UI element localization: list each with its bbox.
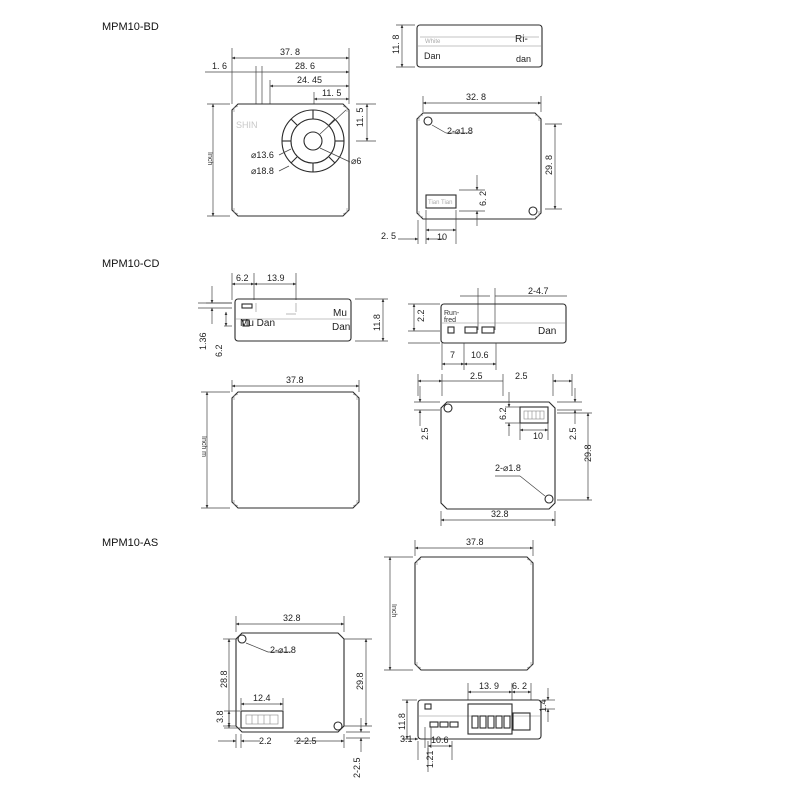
bd-back-10: 10 xyxy=(437,232,447,242)
cd-back-view: 2.5 2.5 6.2 10 2.5 2.5 29. xyxy=(414,371,593,526)
as-back-holes: 2-⌀1.8 xyxy=(270,645,296,655)
cd-dim-13-9: 13.9 xyxy=(267,273,285,283)
cd-right-dan: Dan xyxy=(538,326,556,337)
as-side-10-6: 10.6 xyxy=(431,735,449,745)
cd-side-6-2: 6.2 xyxy=(214,344,224,357)
cd-dim-6-2: 6.2 xyxy=(236,273,249,283)
bd-dia-6: ⌀6 xyxy=(351,156,361,166)
cd-back-2-5-a: 2.5 xyxy=(470,371,483,381)
bd-front-view: 37. 8 1. 6 28. 6 24. 45 11. 5 SHIN xyxy=(205,47,376,217)
as-back-28-8: 28.8 xyxy=(219,670,229,688)
cd-right-2-4-7: 2-4.7 xyxy=(528,286,549,296)
as-side-6-2: 6. 2 xyxy=(512,681,527,691)
cd-front-inch: Inch m xyxy=(200,436,207,457)
cd-side-dan: Dan xyxy=(332,322,350,333)
cd-right-fred: fred xyxy=(444,317,456,324)
cd-side-view: 6.2 13.9 Mu Dan Mu Dan 11.8 1.36 6.2 xyxy=(198,273,388,357)
as-front-inch: Inch xyxy=(390,604,397,617)
cd-right-10-6: 10.6 xyxy=(471,350,489,360)
cd-back-10: 10 xyxy=(533,431,543,441)
as-back-2-2-5-v: 2-2.5 xyxy=(352,757,362,778)
as-back-29-8: 29.8 xyxy=(355,672,365,690)
as-back-3-8: 3.8 xyxy=(215,710,225,723)
as-side-view: 13. 9 6. 2 11.8 1.4 3.1 10.6 1. xyxy=(397,681,555,772)
as-back-12-4: 12.4 xyxy=(253,693,271,703)
bd-side-11-8: 11. 8 xyxy=(391,35,401,54)
bd-dim-28-6: 28. 6 xyxy=(295,61,315,71)
as-back-2-2: 2.2 xyxy=(259,736,272,746)
bd-side-view: White Ri- Dan dan 11. 8 xyxy=(391,24,543,68)
cd-side-1-36: 1.36 xyxy=(198,332,208,350)
cd-front-view: 37.8 Inch m xyxy=(200,375,360,509)
bd-dia-13-6: ⌀13.6 xyxy=(251,150,274,160)
bd-side-white: White xyxy=(425,39,441,45)
title-mpm10-as: MPM10-AS xyxy=(102,537,158,549)
bd-dim-1-6: 1. 6 xyxy=(212,61,227,71)
bd-faint-logo: SHIN xyxy=(236,120,258,130)
cd-back-2-5-right: 2.5 xyxy=(568,427,578,440)
cd-back-2-5-b: 2.5 xyxy=(515,371,528,381)
cd-right-2-2: 2.2 xyxy=(416,309,426,322)
cd-front-37-8: 37.8 xyxy=(286,375,304,385)
as-front-37-8: 37.8 xyxy=(466,537,484,547)
as-side-1-21: 1.21 xyxy=(425,750,435,768)
bd-side-ri: Ri- xyxy=(515,34,528,45)
bd-back-view: 32. 8 2-⌀1.8 29. 8 Tian Tian 6. 2 2. 5 1… xyxy=(381,92,562,244)
bd-inch: Inch xyxy=(206,152,213,165)
as-back-2-2-5: 2-2.5 xyxy=(296,736,317,746)
cd-side-mu-dan: Mu Dan xyxy=(240,318,275,329)
as-side-13-9: 13. 9 xyxy=(479,681,499,691)
as-side-1-4: 1.4 xyxy=(538,699,548,712)
as-side-11-8: 11.8 xyxy=(397,713,407,730)
cd-side-11-8: 11.8 xyxy=(372,314,382,331)
bd-back-29-8: 29. 8 xyxy=(544,155,554,175)
cd-back-2-5-left: 2.5 xyxy=(420,427,430,440)
bd-dim-11-5-side: 11. 5 xyxy=(355,108,365,127)
cd-right-7: 7 xyxy=(450,350,455,360)
cd-right-view: 2-4.7 Run- fred Dan 2.2 7 10.6 xyxy=(408,286,567,370)
bd-side-dan2: dan xyxy=(516,54,531,64)
cd-back-holes: 2-⌀1.8 xyxy=(495,463,521,473)
bd-dim-37-8: 37. 8 xyxy=(280,47,300,57)
bd-back-label: Tian Tian xyxy=(428,200,452,206)
bd-dim-11-5-top: 11. 5 xyxy=(322,88,341,98)
cd-back-6-2: 6.2 xyxy=(498,407,508,420)
bd-dia-18-8: ⌀18.8 xyxy=(251,166,274,176)
bd-back-6-2: 6. 2 xyxy=(478,191,488,206)
as-back-32-8: 32.8 xyxy=(283,613,301,623)
bd-dim-24-45: 24. 45 xyxy=(297,75,322,85)
cd-side-mu: Mu xyxy=(333,308,347,319)
as-back-view: 32.8 2-⌀1.8 28.8 29.8 12.4 3.8 xyxy=(215,613,372,778)
bd-back-32-8: 32. 8 xyxy=(466,92,486,102)
bd-side-dan: Dan xyxy=(424,51,441,61)
title-mpm10-bd: MPM10-BD xyxy=(102,21,159,33)
as-side-3-1: 3.1 xyxy=(400,734,413,744)
cd-right-run: Run- xyxy=(444,310,460,317)
cd-back-32-8: 32.8 xyxy=(491,509,509,519)
as-front-view: 37.8 Inch xyxy=(384,537,534,671)
cd-back-29-8: 29.8 xyxy=(583,444,593,462)
bd-back-holes: 2-⌀1.8 xyxy=(447,126,473,136)
title-mpm10-cd: MPM10-CD xyxy=(102,258,160,270)
bd-back-2-5: 2. 5 xyxy=(381,231,396,241)
